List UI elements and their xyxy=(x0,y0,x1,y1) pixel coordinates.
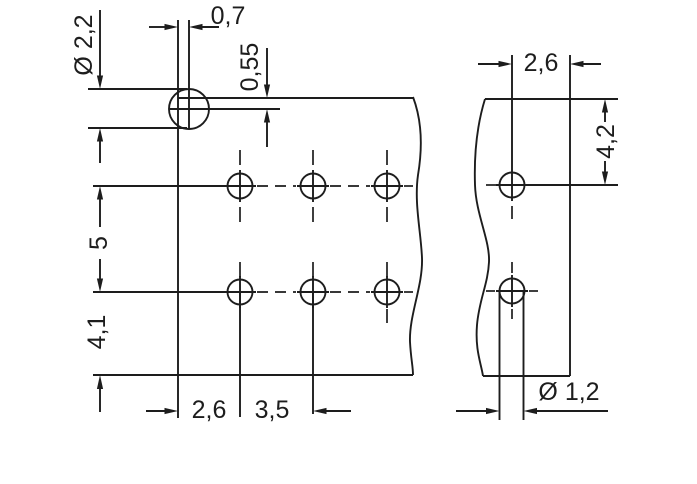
dim-label-hole-offset-x: 0,7 xyxy=(211,2,246,30)
arrowhead-left xyxy=(313,407,327,415)
right-view: 2,6 4,2 Ø 1,2 xyxy=(456,49,620,420)
dim-label-bottom-margin: 4,1 xyxy=(83,315,111,350)
dim-label-hole-offset-y: 0,55 xyxy=(236,43,264,92)
dim-label-top-to-row1: 4,2 xyxy=(592,124,620,159)
arrowhead-up xyxy=(601,99,609,113)
dim-small-hole-diameter: Ø 1,2 xyxy=(456,378,608,415)
arrowhead-down xyxy=(601,171,609,185)
arrowhead-up xyxy=(96,375,104,389)
arrowhead-down xyxy=(96,75,104,89)
dim-hole-offset-x: 0,7 xyxy=(149,2,246,31)
arrowhead-right xyxy=(164,407,178,415)
dim-label-large-hole-diameter: Ø 2,2 xyxy=(70,14,98,75)
plate-break-edge xyxy=(473,98,490,377)
dim-row-spacing: 5 xyxy=(85,186,113,292)
arrowhead-right xyxy=(486,407,500,415)
dim-label-row-spacing: 5 xyxy=(85,236,113,250)
arrowhead-up xyxy=(263,109,271,123)
dim-label-edge-to-column: 2,6 xyxy=(192,396,227,424)
dim-label-column-spacing: 3,5 xyxy=(255,396,290,424)
dim-column-spacing: 3,5 xyxy=(255,396,351,424)
arrowhead-right xyxy=(498,60,512,68)
small-hole-r1c2 xyxy=(297,170,329,202)
arrowhead-left xyxy=(189,23,203,31)
small-hole-r2c3 xyxy=(371,276,403,308)
dim-edge-to-column: 2,6 xyxy=(146,396,226,424)
small-hole-right-r1 xyxy=(496,169,528,201)
dim-label-small-hole-diameter: Ø 1,2 xyxy=(538,378,599,406)
left-view: Ø 2,2 0,7 0,55 xyxy=(70,2,423,424)
dim-hole-offset-y: 0,55 xyxy=(236,43,271,147)
dim-bottom-margin: 4,1 xyxy=(83,315,111,412)
dim-large-hole-diameter: Ø 2,2 xyxy=(70,10,187,163)
arrowhead-left xyxy=(523,407,537,415)
arrowhead-right xyxy=(164,23,178,31)
dim-top-to-row1: 4,2 xyxy=(592,99,620,185)
arrowhead-down xyxy=(96,278,104,292)
dim-center-to-edge: 2,6 xyxy=(478,49,601,77)
small-hole-r1c1 xyxy=(224,170,256,202)
arrowhead-up xyxy=(96,186,104,200)
small-hole-r1c3 xyxy=(371,170,403,202)
arrowhead-up xyxy=(96,128,104,142)
arrowhead-down xyxy=(263,84,271,98)
dim-label-center-to-edge: 2,6 xyxy=(524,49,559,77)
arrowhead-left xyxy=(570,60,584,68)
plate-break-edge xyxy=(409,96,423,376)
